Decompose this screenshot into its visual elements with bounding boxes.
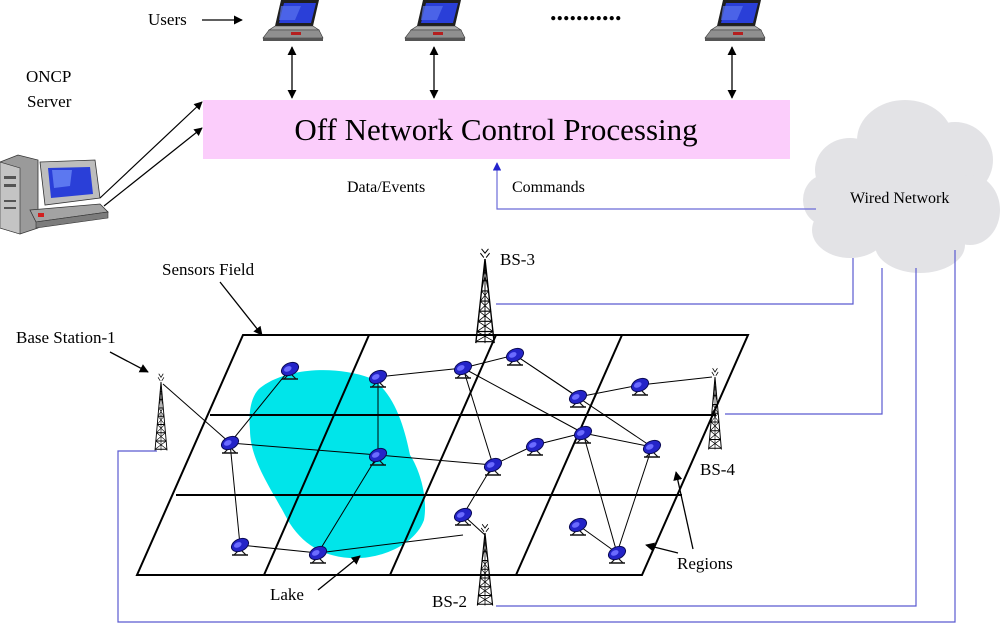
- commands-label: Commands: [512, 179, 585, 196]
- sensor-links: [162, 354, 713, 554]
- wired-network-label: Wired Network: [850, 190, 949, 207]
- bs3-label: BS-3: [500, 250, 535, 269]
- sensor-node-icon: [566, 387, 590, 408]
- commands-link: [492, 162, 816, 210]
- sensor-node-icon: [605, 543, 629, 564]
- sensor-node-icon: [566, 515, 590, 536]
- wired-links: [117, 250, 956, 623]
- control-processing-label: Off Network Control Processing: [294, 112, 697, 147]
- server-computer-icon: [0, 154, 109, 235]
- server-label-line1: ONCP: [26, 67, 71, 86]
- cloud-shape: [803, 100, 1000, 273]
- sensor-node-icon: [228, 535, 252, 556]
- bs4-label: BS-4: [700, 460, 735, 479]
- regions-label: Regions: [677, 554, 733, 573]
- base-station-4-tower-icon: [707, 367, 723, 451]
- users-label: Users: [148, 10, 187, 29]
- user-laptop-icon: [404, 0, 466, 42]
- sensor-node-icon: [640, 437, 664, 458]
- sensor-node-icon: [628, 375, 652, 396]
- user-laptop-icon: [262, 0, 324, 42]
- sensor-node-icon: [503, 345, 527, 366]
- lake-pointer: [317, 555, 361, 591]
- sensor-node-icon: [481, 455, 505, 476]
- bs2-label: BS-2: [432, 592, 467, 611]
- base-station-1-pointer: [109, 351, 149, 373]
- data-events-label: Data/Events: [347, 179, 425, 196]
- base-station-3-tower-icon: [474, 247, 496, 344]
- ellipsis: ...........: [550, 0, 622, 26]
- server-links: [99, 101, 203, 207]
- server-label-line2: Server: [27, 92, 72, 111]
- sensor-field-grid: [135, 334, 750, 576]
- sensor-node-icon: [451, 358, 475, 379]
- sensor-node-icon: [523, 435, 547, 456]
- lake-region: [249, 370, 426, 559]
- user-laptop-icon: [704, 0, 766, 42]
- sensors-field-pointer: [219, 281, 263, 336]
- lake-label: Lake: [270, 585, 304, 604]
- base-station-1-tower-icon: [154, 373, 168, 452]
- user-links: [287, 46, 737, 99]
- base-station-2-tower-icon: [476, 523, 494, 607]
- base-station-1-label: Base Station-1: [16, 328, 116, 347]
- control-processing-box: [203, 100, 790, 159]
- regions-pointers: [645, 471, 694, 554]
- sensors-field-label: Sensors Field: [162, 260, 255, 279]
